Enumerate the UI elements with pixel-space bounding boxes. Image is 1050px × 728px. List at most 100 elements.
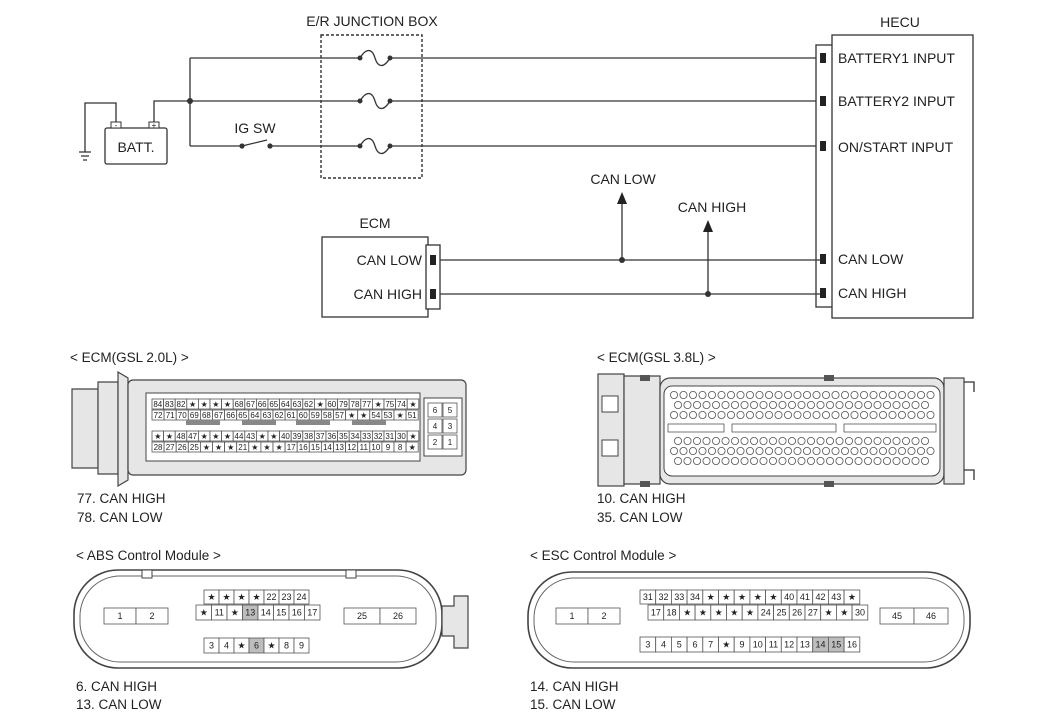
connector-pin: 3: [203, 637, 220, 654]
hecu-input-can-low: CAN LOW: [838, 251, 904, 267]
connector-pin: 26: [379, 607, 417, 625]
pin-label: 25: [776, 608, 786, 618]
pin-label: 68: [202, 411, 211, 420]
pin-hole: [778, 456, 787, 465]
pin-label: 57: [335, 411, 344, 420]
pin-label: 67: [214, 411, 223, 420]
connector-pin: ★: [272, 441, 286, 453]
connector-pin: ★: [233, 637, 250, 654]
pin-label: 16: [299, 443, 308, 452]
pin-label: ★: [730, 608, 738, 618]
pin-hole: [731, 436, 740, 445]
pin-hole: [826, 456, 835, 465]
pin-label: ★: [189, 400, 196, 409]
pin-hole: [746, 410, 755, 419]
pin-label: ★: [840, 608, 848, 618]
connector-pin: 71: [163, 409, 177, 421]
pin-hole: [921, 436, 930, 445]
pin-hole: [727, 446, 736, 455]
connector-pin: 57: [333, 409, 347, 421]
pin-label: 16: [847, 640, 857, 650]
pin-hole: [826, 436, 835, 445]
pin-hole: [750, 456, 759, 465]
connector-pin: ★: [694, 604, 712, 621]
pin-label: 2: [601, 611, 606, 621]
pin-label: ★: [275, 443, 282, 452]
pin-label: 74: [397, 400, 406, 409]
pin-hole: [902, 400, 911, 409]
pin-label: 11: [215, 608, 224, 618]
connector-pin: 78: [348, 398, 362, 410]
connector-pin: 37: [313, 430, 327, 442]
ecm-38-note-can-high: 10. CAN HIGH: [597, 491, 686, 506]
connector-pin: 42: [812, 589, 829, 605]
pin-hole: [683, 456, 692, 465]
pin-hole: [831, 410, 840, 419]
pin-hole: [759, 436, 768, 445]
pin-label: 17: [307, 608, 317, 618]
pin-hole: [898, 410, 907, 419]
pin-label: 25: [190, 443, 199, 452]
pin-label: ★: [409, 432, 416, 441]
pin-hole: [727, 390, 736, 399]
connector-pin: ★: [212, 441, 226, 453]
pin-label: ★: [848, 592, 856, 602]
connector-pin: 33: [671, 589, 688, 605]
connector-pin: ★: [151, 430, 165, 442]
pin-hole: [774, 410, 783, 419]
pin-label: 84: [153, 400, 162, 409]
pin-hole: [784, 410, 793, 419]
connector-pin: 48: [174, 430, 188, 442]
connector-pin: ★: [313, 398, 327, 410]
pin-label: 13: [245, 608, 255, 618]
pin-hole: [769, 436, 778, 445]
pin-hole: [917, 390, 926, 399]
pin-label: 36: [327, 432, 336, 441]
pin-hole: [888, 410, 897, 419]
connector-pin: 17: [304, 604, 321, 621]
pin-hole: [812, 410, 821, 419]
connector-pin: 6: [427, 402, 443, 418]
connector-pin: 2: [427, 434, 443, 450]
pin-hole: [793, 410, 802, 419]
connector-pin: ★: [209, 430, 223, 442]
pin-hole: [721, 456, 730, 465]
pin-hole: [907, 410, 916, 419]
connector-pin: ★: [197, 430, 211, 442]
pin-hole: [921, 456, 930, 465]
connector-pin: ★: [248, 441, 262, 453]
connector-pin: 46: [913, 607, 949, 625]
pin-hole: [902, 436, 911, 445]
connector-pin: ★: [710, 604, 727, 621]
pin-label: ★: [222, 592, 230, 602]
pin-hole: [712, 456, 721, 465]
pin-label: 10: [753, 640, 763, 650]
pin-hole: [879, 390, 888, 399]
pin-label: 32: [659, 592, 669, 602]
pin-hole: [793, 390, 802, 399]
connector-pin: 27: [804, 604, 822, 621]
pin-hole: [835, 436, 844, 445]
pin-hole: [689, 410, 698, 419]
fuse-icon: [357, 49, 393, 67]
connector-pin: 30: [395, 430, 408, 442]
branch-can-high-label: CAN HIGH: [678, 199, 746, 215]
hecu-input-can-high: CAN HIGH: [838, 285, 906, 301]
pin-hole: [797, 456, 806, 465]
pin-hole: [788, 456, 797, 465]
connector-pin: 2: [135, 607, 169, 625]
connector-pin: 61: [284, 409, 298, 421]
pin-hole: [879, 410, 888, 419]
pin-label: ★: [212, 400, 219, 409]
pin-label: 24: [761, 608, 771, 618]
pin-label: ★: [237, 592, 245, 602]
pin-label: 78: [351, 400, 360, 409]
pin-hole: [879, 446, 888, 455]
connector-pin: 53: [381, 409, 395, 421]
connector-pin: ★: [221, 398, 234, 410]
pin-label: 33: [362, 432, 371, 441]
pin-label: 79: [339, 400, 348, 409]
pin-label: 31: [643, 592, 653, 602]
connector-pin: 9: [381, 441, 395, 453]
